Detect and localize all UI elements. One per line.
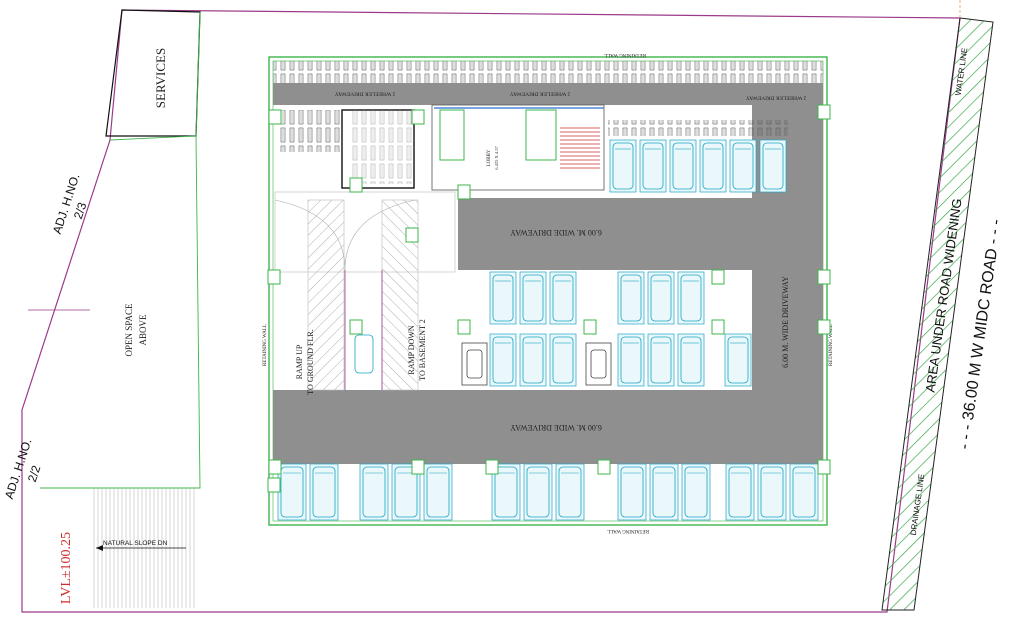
level-label: LVL±100.25 <box>59 532 74 604</box>
building-outline <box>268 56 828 526</box>
driveway-lower-label: 6.00 M. WIDE DRIVEWAY <box>510 423 602 432</box>
car-bay <box>519 271 547 325</box>
column-marker <box>349 177 363 193</box>
car-bay <box>681 463 711 521</box>
column-marker <box>817 319 831 335</box>
retaining-wall-right-label: RETAINING WALL <box>829 324 834 366</box>
car-bay <box>649 463 679 521</box>
road-label: - - - 36.00 M W MIDC ROAD - - - <box>956 218 1005 450</box>
car-bay <box>309 463 339 521</box>
open-space-area <box>40 11 201 489</box>
car-bay <box>277 463 307 521</box>
column-marker <box>711 269 725 285</box>
retaining-wall-bottom-label: RETAINING WALL <box>607 528 649 533</box>
car-bay <box>549 333 577 387</box>
two-wheeler-parking-top <box>273 61 823 83</box>
car-bay <box>359 463 389 521</box>
car-bay <box>789 463 819 521</box>
column-marker <box>411 459 425 475</box>
column-marker <box>817 104 831 120</box>
column-marker <box>268 459 282 475</box>
car-bay <box>617 333 645 387</box>
column-marker <box>267 477 281 493</box>
driveway-upper-label: 6.00 M. WIDE DRIVEWAY <box>510 228 602 237</box>
car-bay <box>759 139 787 193</box>
two-wheeler-driveway-label-1: 2 WHEELER DRIVEWAY <box>335 91 396 97</box>
small-car-bays <box>461 342 612 386</box>
lobby-label: LOBBY <box>487 149 492 166</box>
car-bay <box>549 271 577 325</box>
core-area <box>280 104 788 191</box>
car-bay <box>555 463 585 521</box>
open-space-label-line2: ABOVE <box>138 314 148 346</box>
driveway-lower <box>273 390 823 464</box>
natural-slope-arrow <box>96 545 186 551</box>
open-space-label-line1: OPEN SPACE <box>124 303 134 356</box>
car-bay <box>489 271 517 325</box>
retaining-wall-left-label: RETAINING WALL <box>263 324 268 366</box>
adj-house-top-number: 2/3 <box>71 200 90 221</box>
car-bay <box>677 333 705 387</box>
car-bay <box>423 463 453 521</box>
two-wheeler-driveway <box>273 83 823 105</box>
services-label: SERVICES <box>153 48 168 108</box>
column-marker <box>267 269 281 285</box>
car-bay <box>617 463 647 521</box>
column-marker <box>583 319 597 335</box>
ramp-down-label-2: TO BASEMENT 2 <box>418 319 427 381</box>
column-marker <box>485 459 499 475</box>
column-marker <box>711 319 725 335</box>
two-wheeler-driveway-label-3: 2 WHEELER DRIVEWAY <box>746 95 807 101</box>
lobby-size-label: 6.425 X 4.57 <box>494 146 499 170</box>
car-bay <box>677 271 705 325</box>
column-marker <box>457 319 471 335</box>
two-wheeler-driveway-label-2: 2 WHEELER DRIVEWAY <box>510 91 571 97</box>
road-widening-strip <box>881 17 994 611</box>
car-bay <box>489 333 517 387</box>
ramp-up-label-2: TO GROUND FLR. <box>306 329 315 394</box>
column-marker <box>817 269 831 285</box>
car-bay <box>647 333 675 387</box>
column-marker <box>597 459 611 475</box>
car-bay <box>724 333 752 387</box>
car-bay <box>729 139 757 193</box>
car-bay <box>669 139 697 193</box>
car-parking-bays <box>277 139 819 521</box>
adj-house-bottom-number: 2/2 <box>25 463 44 484</box>
ramp-up-label-1: RAMP UP <box>295 344 304 379</box>
driveway-vertical-label: 6.00 M. WIDE DRIVEWAY <box>781 276 790 368</box>
column-marker <box>349 319 363 335</box>
car-bay <box>609 139 637 193</box>
car-bay <box>699 139 727 193</box>
car-bay <box>523 463 553 521</box>
car-bay <box>639 139 667 193</box>
ramp-area <box>274 191 456 391</box>
driveway-upper <box>458 198 752 270</box>
services-block: SERVICES <box>105 9 201 137</box>
car-bay <box>647 271 675 325</box>
retaining-wall-top-label: RETAINING WALL <box>604 52 646 57</box>
car-bay <box>757 463 787 521</box>
column-marker <box>268 109 282 125</box>
column-marker <box>411 109 425 125</box>
natural-slope-label: NATURAL SLOPE DN <box>103 540 168 547</box>
column-marker <box>405 227 419 243</box>
car-bay <box>617 271 645 325</box>
column-marker <box>457 184 471 200</box>
car-bay <box>725 463 755 521</box>
column-marker <box>817 459 831 475</box>
driveways <box>273 83 823 464</box>
structural-columns <box>267 104 831 493</box>
car-bay <box>519 333 547 387</box>
ramp-down-label-1: RAMP DOWN <box>407 325 416 374</box>
